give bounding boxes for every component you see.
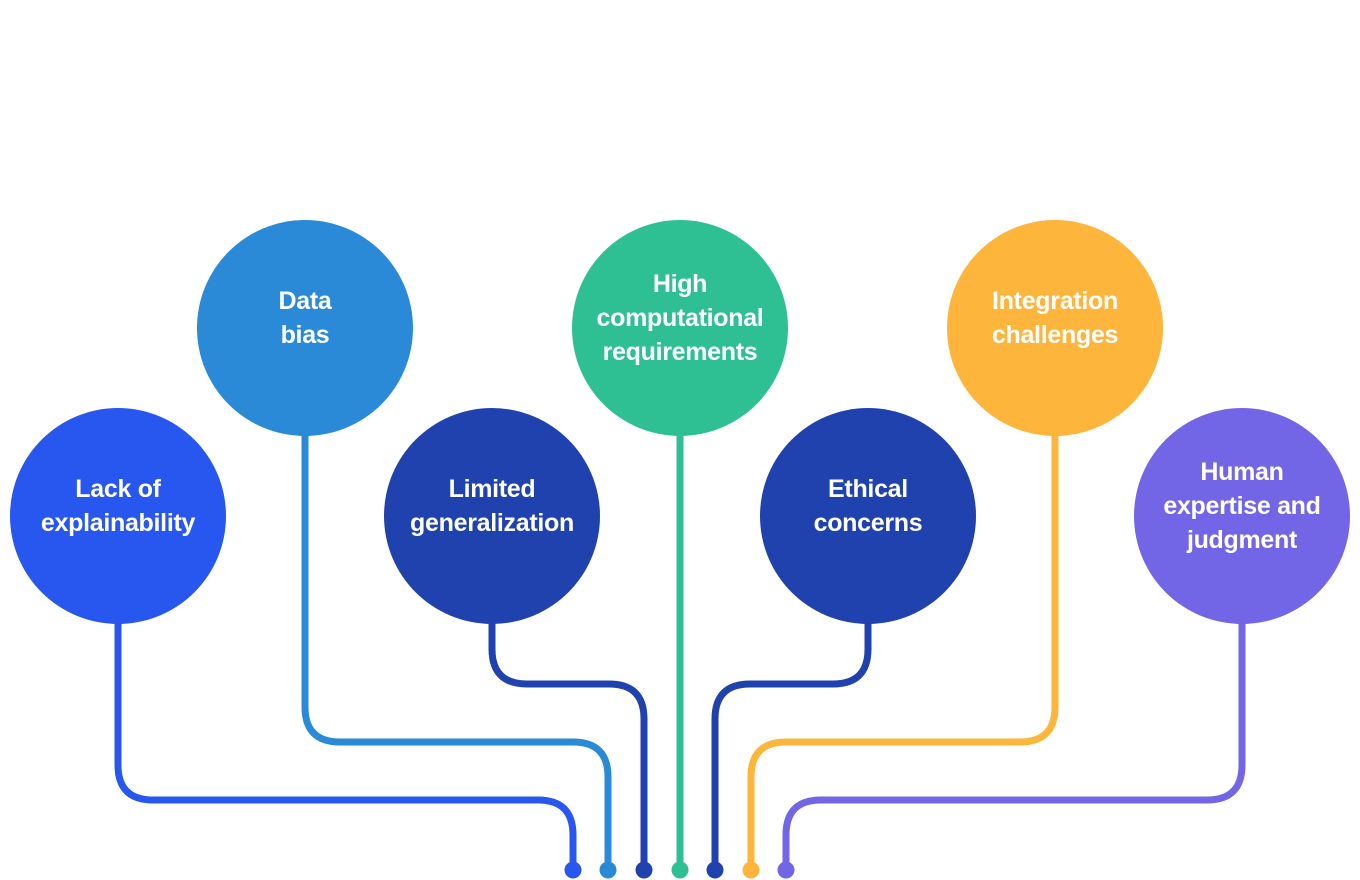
endpoint-dot-ethical-concerns bbox=[706, 861, 724, 879]
connector-human-expertise-and-judgment bbox=[782, 618, 1246, 874]
node-human-expertise-and-judgment: Human expertise and judgment bbox=[1134, 408, 1350, 624]
node-data-bias: Data bias bbox=[197, 220, 413, 436]
node-label: Data bias bbox=[278, 287, 332, 349]
node-label: Integration challenges bbox=[991, 287, 1119, 349]
endpoint-dot-high-computational-requirements bbox=[671, 861, 689, 879]
connector-data-bias bbox=[301, 430, 612, 874]
endpoint-dot-data-bias bbox=[599, 861, 617, 879]
node-lack-of-explainability: Lack of explainability bbox=[10, 408, 226, 624]
endpoint-dot-integration-challenges bbox=[742, 861, 760, 879]
connector-integration-challenges bbox=[747, 430, 1059, 874]
node-integration-challenges: Integration challenges bbox=[947, 220, 1163, 436]
endpoint-dot-lack-of-explainability bbox=[564, 861, 582, 879]
node-high-computational-requirements: High computational requirements bbox=[572, 220, 788, 436]
node-limited-generalization: Limited generalization bbox=[384, 408, 600, 624]
endpoint-dots bbox=[564, 861, 795, 879]
node-label: Ethical concerns bbox=[813, 475, 923, 537]
node-label: Human expertise and judgment bbox=[1163, 458, 1321, 554]
connector-lack-of-explainability bbox=[114, 618, 577, 874]
endpoint-dot-limited-generalization bbox=[635, 861, 653, 879]
node-label: Lack of explainability bbox=[40, 475, 196, 537]
node-label: High computational requirements bbox=[596, 270, 764, 366]
node-ethical-concerns: Ethical concerns bbox=[760, 408, 976, 624]
connector-ethical-concerns bbox=[711, 618, 872, 874]
connector-limited-generalization bbox=[488, 618, 648, 874]
endpoint-dot-human-expertise-and-judgment bbox=[777, 861, 795, 879]
node-label: Limited generalization bbox=[410, 475, 574, 537]
connectors bbox=[114, 430, 1246, 874]
